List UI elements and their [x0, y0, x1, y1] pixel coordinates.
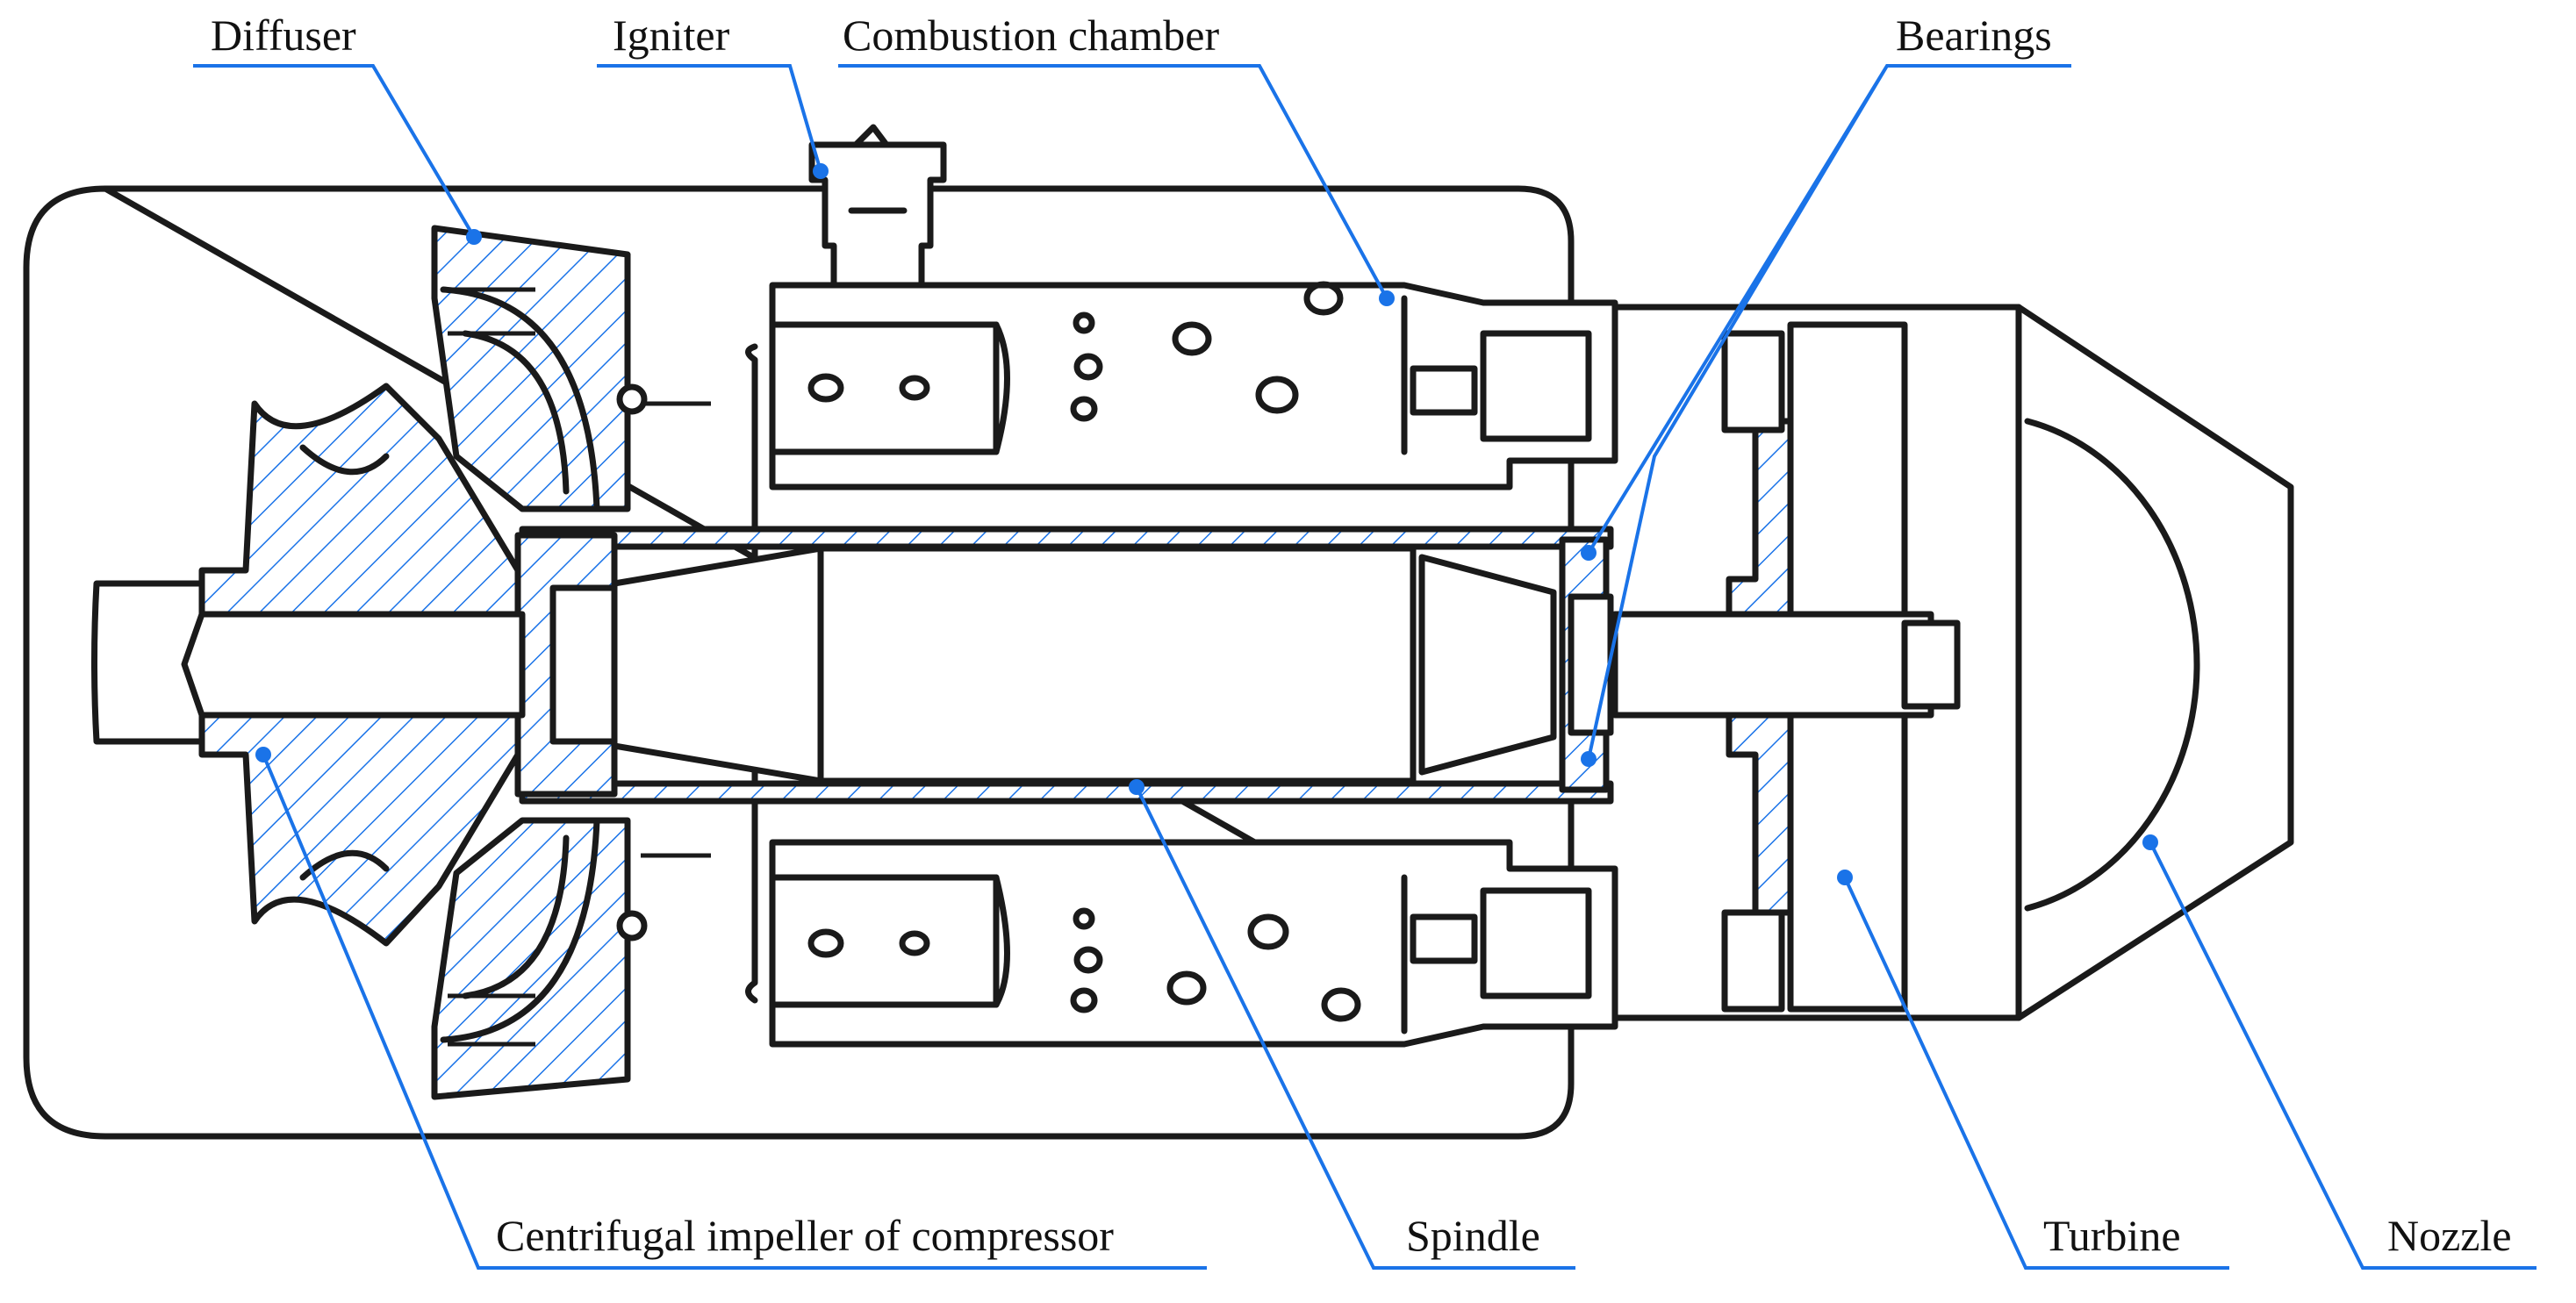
igniter-part — [808, 141, 947, 289]
label-centrifugal-impeller: Centrifugal impeller of compressor — [496, 1211, 1114, 1260]
leader-turbine — [1843, 877, 2229, 1270]
spindle-tube-bottom — [519, 780, 1614, 805]
label-bearings: Bearings — [1896, 11, 2052, 60]
leader-lines — [193, 64, 2537, 1270]
spindle-body — [611, 545, 1417, 784]
leader-dot-bearings-1 — [1581, 545, 1597, 561]
leader-dot-diffuser — [466, 229, 482, 245]
leader-dot-nozzle — [2142, 834, 2158, 850]
leader-spindle — [1135, 786, 1575, 1270]
label-turbine: Turbine — [2043, 1211, 2181, 1260]
label-diffuser: Diffuser — [211, 11, 356, 60]
label-nozzle: Nozzle — [2387, 1211, 2512, 1260]
housing-outline — [23, 185, 1575, 1140]
label-spindle: Spindle — [1406, 1211, 1540, 1260]
leader-diffuser — [193, 64, 476, 239]
leader-combustion-chamber — [838, 64, 1388, 299]
labels: Diffuser Igniter Combustion chamber Bear… — [211, 11, 2512, 1260]
leader-bearings — [1587, 64, 2071, 760]
leader-dot-impeller — [255, 747, 271, 762]
combustion-holes — [807, 281, 1361, 1022]
leader-nozzle — [2149, 841, 2537, 1270]
leader-igniter — [597, 64, 822, 172]
leader-dot-spindle — [1129, 779, 1144, 795]
spindle-tube-top — [519, 526, 1614, 550]
leader-dot-bearings-2 — [1581, 751, 1597, 767]
leader-dot-igniter — [813, 163, 829, 179]
label-igniter: Igniter — [613, 11, 730, 60]
label-combustion-chamber: Combustion chamber — [843, 11, 1219, 60]
engine-drawing — [23, 124, 2294, 1140]
leader-impeller — [262, 754, 1207, 1270]
leader-dot-combustion-chamber — [1379, 290, 1395, 306]
nozzle-dome — [2024, 418, 2200, 912]
leader-dot-turbine — [1837, 870, 1853, 885]
